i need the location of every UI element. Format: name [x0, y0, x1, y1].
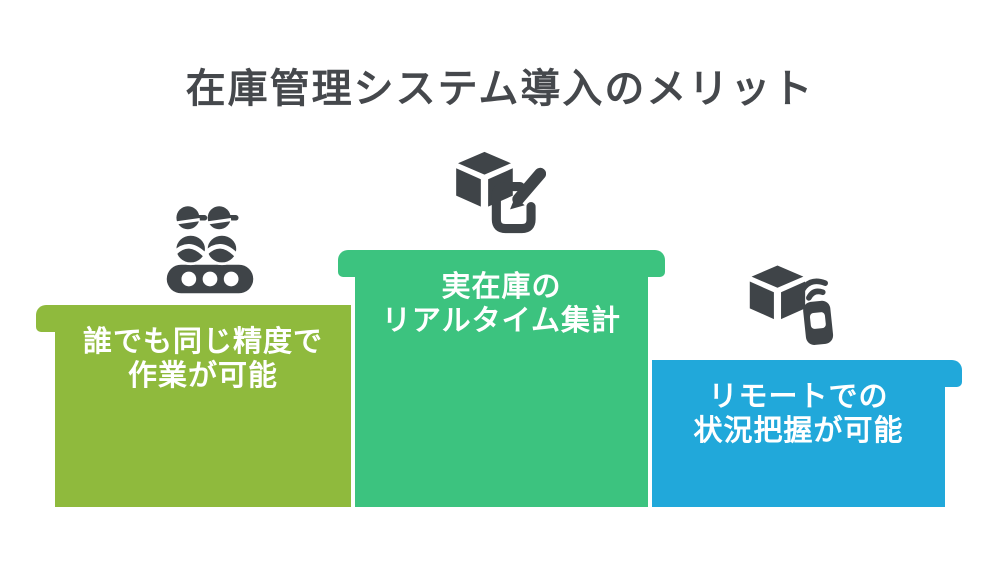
podium-ledge-left	[36, 305, 351, 332]
podium-ledge-right	[652, 360, 962, 387]
podium-step-left: 誰でも同じ精度で 作業が可能	[36, 305, 351, 507]
podium-label-right: リモートでの 状況把握が可能	[652, 380, 945, 448]
podium-label-middle-line1: 実在庫の	[441, 271, 562, 303]
podium-label-middle-line2: リアルタイム集計	[381, 305, 622, 337]
podium-step-middle: 実在庫の リアルタイム集計	[338, 250, 665, 507]
podium-label-left-line1: 誰でも同じ精度で	[82, 326, 323, 358]
page-title: 在庫管理システム導入のメリット	[185, 67, 815, 111]
podium-label-left-line2: 作業が可能	[127, 360, 278, 392]
podium-label-left: 誰でも同じ精度で 作業が可能	[55, 325, 351, 393]
podium-label-middle: 実在庫の リアルタイム集計	[355, 270, 648, 338]
inventory-edit-icon	[454, 150, 546, 234]
remote-device-icon	[748, 262, 842, 350]
workers-icon	[164, 204, 256, 296]
podium-ledge-middle	[338, 250, 665, 277]
podium-label-right-line1: リモートでの	[708, 381, 889, 413]
podium-step-right: リモートでの 状況把握が可能	[652, 360, 962, 507]
podium-label-right-line2: 状況把握が可能	[693, 415, 904, 447]
